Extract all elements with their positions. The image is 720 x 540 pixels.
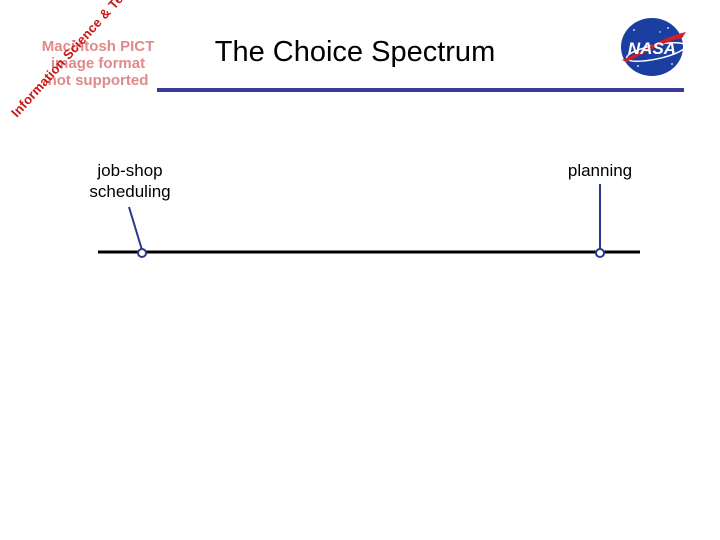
job-shop-scheduling-label: job-shop scheduling xyxy=(89,161,171,201)
page-title: The Choice Spectrum xyxy=(214,36,496,68)
left-pointer-line xyxy=(128,206,143,251)
left-marker xyxy=(137,248,147,258)
pict-line-1: Macintosh PICT xyxy=(41,38,155,55)
nasa-logo-text: NASA xyxy=(628,39,676,58)
title-underline xyxy=(157,88,684,92)
nasa-logo-icon: NASA xyxy=(621,18,687,76)
pict-image-placeholder: Macintosh PICT image format not supporte… xyxy=(0,0,190,120)
right-marker xyxy=(595,248,605,258)
pict-line-3: not supported xyxy=(47,72,149,89)
pict-line-2: image format xyxy=(50,55,146,72)
planning-label: planning xyxy=(567,161,633,180)
pict-unsupported-message: Macintosh PICT image format not supporte… xyxy=(33,38,163,89)
